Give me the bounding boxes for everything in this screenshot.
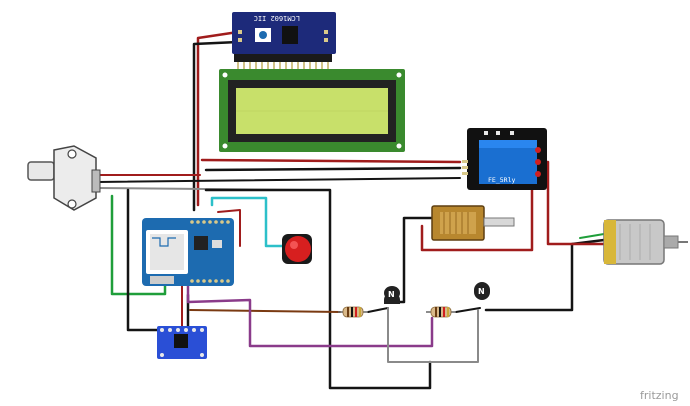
wire-cyan-button — [210, 196, 286, 248]
wire-red-button — [217, 209, 241, 247]
wires — [97, 30, 606, 390]
lcd-i2c-module: LCM1602 IIC — [232, 12, 336, 54]
solenoid — [431, 205, 515, 241]
wire-brown-resistor1 — [189, 309, 341, 313]
transistor-2: N — [474, 282, 490, 300]
wire-black-relay-gnd — [204, 166, 462, 172]
wire-black-sensor — [97, 177, 461, 183]
wire-black-lcd-gnd — [192, 40, 240, 212]
wire-green-motor — [579, 233, 605, 239]
lcd-module-label: LCM1602 IIC — [254, 14, 300, 22]
wire-black-motor — [484, 238, 606, 312]
relay-label: FE_5Rly — [488, 176, 515, 184]
resistor-2 — [426, 306, 456, 318]
wire-red-relay-motor — [538, 160, 606, 246]
svg-text:N: N — [478, 287, 485, 296]
transistor-1: N — [384, 286, 400, 304]
dc-motor — [603, 219, 688, 265]
wire-black-main-gnd — [204, 188, 432, 390]
microcontroller-board — [142, 218, 234, 286]
fritzing-watermark: fritzing — [640, 389, 679, 402]
pressure-sensor — [27, 145, 101, 211]
relay-module: FE_5Rly — [462, 128, 547, 190]
push-button — [282, 234, 312, 264]
wire-res1-transistor1 — [367, 307, 389, 313]
wire-red-lcd-vcc — [196, 30, 240, 207]
sensor-module — [157, 326, 207, 359]
wire-red-solenoid-relay — [420, 160, 534, 252]
wire-res2-transistor2 — [455, 307, 481, 313]
wire-purple-a — [186, 283, 434, 348]
svg-text:N: N — [388, 290, 395, 299]
wire-gray-transistor — [387, 307, 479, 363]
resistor-1 — [338, 306, 368, 318]
lcd-i2c-pins — [238, 30, 328, 42]
lcd-16x2-display — [219, 69, 405, 152]
wire-red-relay-vcc — [200, 158, 462, 164]
wire-black-solenoid — [396, 216, 434, 304]
